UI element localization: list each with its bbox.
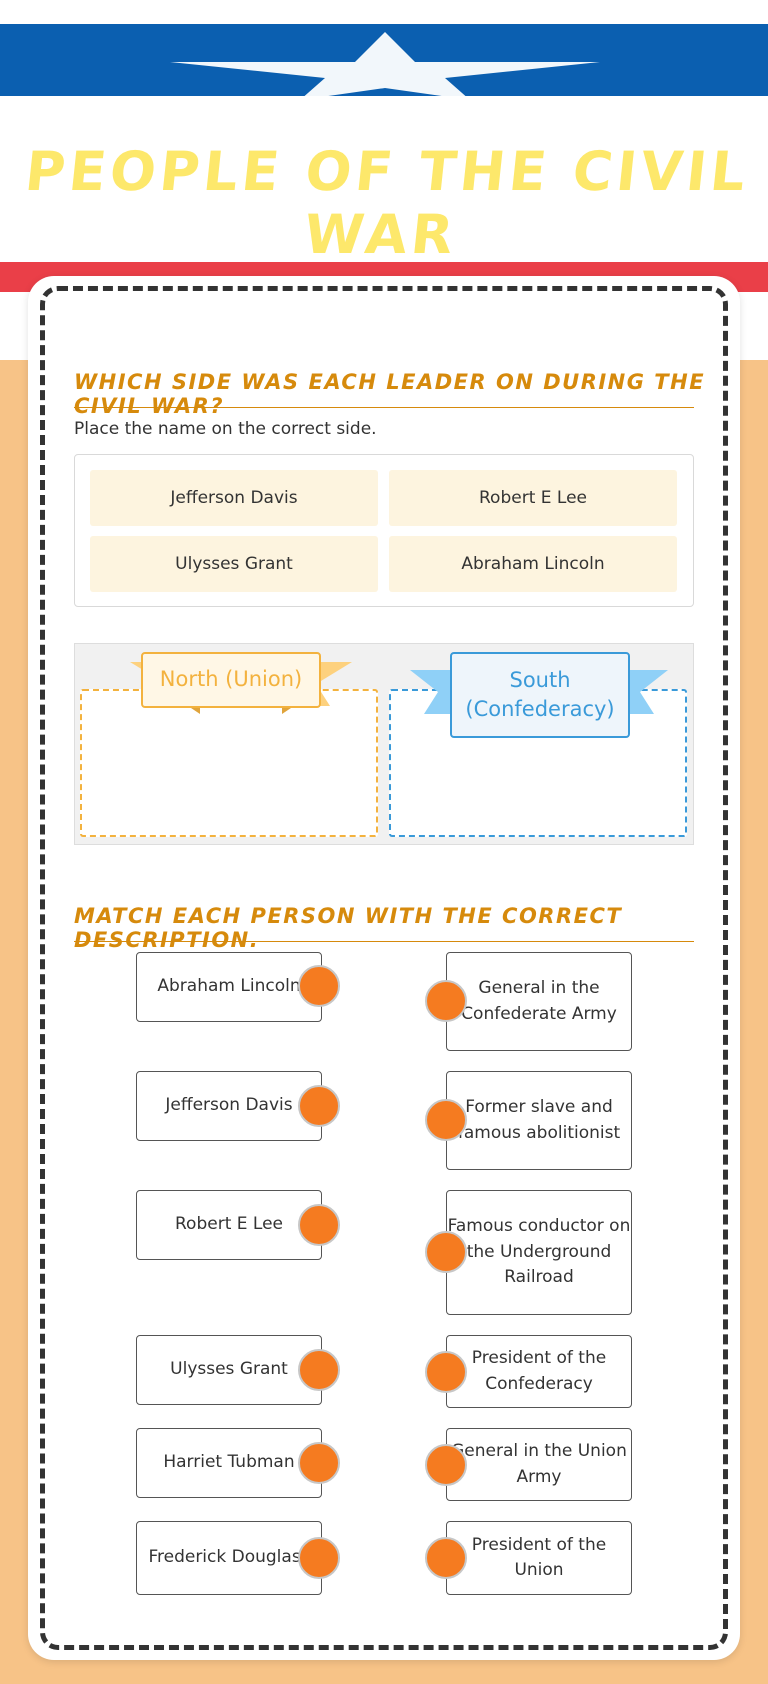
sort-area: North (Union) South (Confederacy) [74, 643, 694, 845]
match-right-item[interactable]: General in the Confederate Army [446, 952, 632, 1051]
match-right-item[interactable]: President of the Union [446, 1521, 632, 1595]
option-chip[interactable]: Ulysses Grant [90, 536, 378, 592]
match-right-connector[interactable] [425, 1099, 467, 1141]
match-left-connector[interactable] [298, 1349, 340, 1391]
match-left-connector[interactable] [298, 1085, 340, 1127]
match-right-connector[interactable] [425, 1231, 467, 1273]
section2-divider [74, 941, 694, 942]
match-right-item[interactable]: Former slave and famous abolitionist [446, 1071, 632, 1170]
category-label-south: South (Confederacy) [450, 652, 630, 738]
match-left-connector[interactable] [298, 1537, 340, 1579]
match-left-item[interactable]: Harriet Tubman [136, 1428, 322, 1498]
match-left-item[interactable]: Frederick Douglass [136, 1521, 322, 1595]
match-left-connector[interactable] [298, 965, 340, 1007]
option-chip[interactable]: Abraham Lincoln [389, 536, 677, 592]
match-left-item[interactable]: Jefferson Davis [136, 1071, 322, 1141]
ribbon-south-icon [410, 670, 668, 714]
match-right-connector[interactable] [425, 980, 467, 1022]
match-left-item[interactable]: Robert E Lee [136, 1190, 322, 1260]
match-right-item[interactable]: Famous conductor on the Underground Rail… [446, 1190, 632, 1315]
star-icon [170, 32, 600, 96]
header-banner-blue [0, 24, 768, 96]
option-chip[interactable]: Jefferson Davis [90, 470, 378, 526]
match-right-connector[interactable] [425, 1444, 467, 1486]
page-title: PEOPLE OF THE CIVIL WAR [22, 140, 753, 266]
option-chip[interactable]: Robert E Lee [389, 470, 677, 526]
answer-bank: Jefferson Davis Robert E Lee Ulysses Gra… [74, 454, 694, 607]
section1-instruction: Place the name on the correct side. [74, 419, 377, 439]
match-right-item[interactable]: President of the Confederacy [446, 1335, 632, 1408]
section2-heading: MATCH EACH PERSON WITH THE CORRECT DESCR… [74, 904, 623, 952]
match-left-item[interactable]: Ulysses Grant [136, 1335, 322, 1405]
match-right-connector[interactable] [425, 1351, 467, 1393]
match-left-connector[interactable] [298, 1204, 340, 1246]
match-right-connector[interactable] [425, 1537, 467, 1579]
worksheet-border [40, 286, 728, 1650]
match-left-item[interactable]: Abraham Lincoln [136, 952, 322, 1022]
category-label-north: North (Union) [141, 652, 321, 708]
match-right-item[interactable]: General in the Union Army [446, 1428, 632, 1501]
section1-heading: WHICH SIDE WAS EACH LEADER ON DURING THE… [74, 370, 706, 418]
match-left-connector[interactable] [298, 1442, 340, 1484]
section1-divider [74, 407, 694, 408]
